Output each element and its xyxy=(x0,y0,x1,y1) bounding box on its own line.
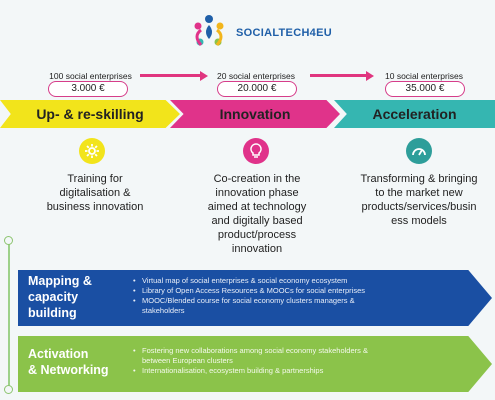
desc-line: aimed at technology xyxy=(207,201,307,213)
mapping-bullets: Virtual map of social enterprises & soci… xyxy=(133,276,453,316)
stage-3-band: Acceleration xyxy=(334,100,495,128)
mapping-title-line: capacity xyxy=(28,290,79,304)
stage-3-description: Transforming & bringing to the market ne… xyxy=(344,172,494,228)
bullet-item: Library of Open Access Resources & MOOCs… xyxy=(133,286,453,296)
stage-1-description: Training for digitalisation & business i… xyxy=(20,172,170,214)
progress-arrow-1 xyxy=(140,74,202,77)
activation-bullets: Fostering new collaborations among socia… xyxy=(133,346,463,376)
desc-line: and digitally based xyxy=(211,215,303,227)
desc-line: Training for xyxy=(67,173,123,185)
bullet-continuation: stakeholders xyxy=(142,306,185,315)
activation-title: Activation & Networking xyxy=(28,346,109,378)
desc-line: Transforming & bringing xyxy=(360,173,478,185)
desc-line: digitalisation & xyxy=(59,187,131,199)
stage-3-label: Acceleration xyxy=(372,106,457,122)
desc-line: products/services/busin xyxy=(361,201,477,213)
arrow-head-2-icon xyxy=(366,70,374,81)
lightbulb-icon xyxy=(243,138,269,164)
stage-3-price: 35.000 € xyxy=(385,81,465,97)
progress-arrow-2 xyxy=(310,74,368,77)
bullet-item: Virtual map of social enterprises & soci… xyxy=(133,276,453,286)
desc-line: innovation xyxy=(231,243,283,255)
desc-line: Co-creation in the xyxy=(213,173,301,185)
logo-text: SOCIALTECH4EU xyxy=(236,27,332,39)
bullet-item: Internationalisation, ecosystem building… xyxy=(133,366,463,376)
stage-1-label: Up- & re-skilling xyxy=(36,106,144,122)
mapping-title-line: Mapping & xyxy=(28,274,92,288)
gear-icon xyxy=(79,138,105,164)
mapping-title: Mapping & capacity building xyxy=(28,273,92,321)
bullet-item: MOOC/Blended course for social economy c… xyxy=(133,296,453,306)
arrow-head-1-icon xyxy=(200,70,208,81)
speedometer-icon xyxy=(406,138,432,164)
timeline-dot-bottom xyxy=(4,385,13,394)
activation-title-line: & Networking xyxy=(28,363,109,377)
stage-2-description: Co-creation in the innovation phase aime… xyxy=(182,172,332,256)
timeline-dot-top xyxy=(4,236,13,245)
desc-line: to the market new xyxy=(375,187,463,199)
mapping-title-line: building xyxy=(28,306,77,320)
bullet-item: Fostering new collaborations among socia… xyxy=(133,346,463,356)
stage-1-price: 3.000 € xyxy=(48,81,128,97)
stage-2-price: 20.000 € xyxy=(217,81,297,97)
activation-title-line: Activation xyxy=(28,347,89,361)
stage-1-count: 100 social enterprises xyxy=(49,71,132,81)
socialtech4eu-logo-icon xyxy=(189,12,229,52)
bullet-continuation: between European clusters xyxy=(142,356,233,365)
desc-line: innovation phase xyxy=(215,187,299,199)
timeline-line xyxy=(8,240,10,390)
stage-2-label: Innovation xyxy=(219,106,291,122)
stage-2-band: Innovation xyxy=(170,100,340,128)
desc-line: business innovation xyxy=(46,201,144,213)
stage-1-band: Up- & re-skilling xyxy=(0,100,180,128)
stage-2-count: 20 social enterprises xyxy=(217,71,295,81)
desc-line: product/process xyxy=(217,229,297,241)
desc-line: ess models xyxy=(391,215,447,227)
stage-3-count: 10 social enterprises xyxy=(385,71,463,81)
